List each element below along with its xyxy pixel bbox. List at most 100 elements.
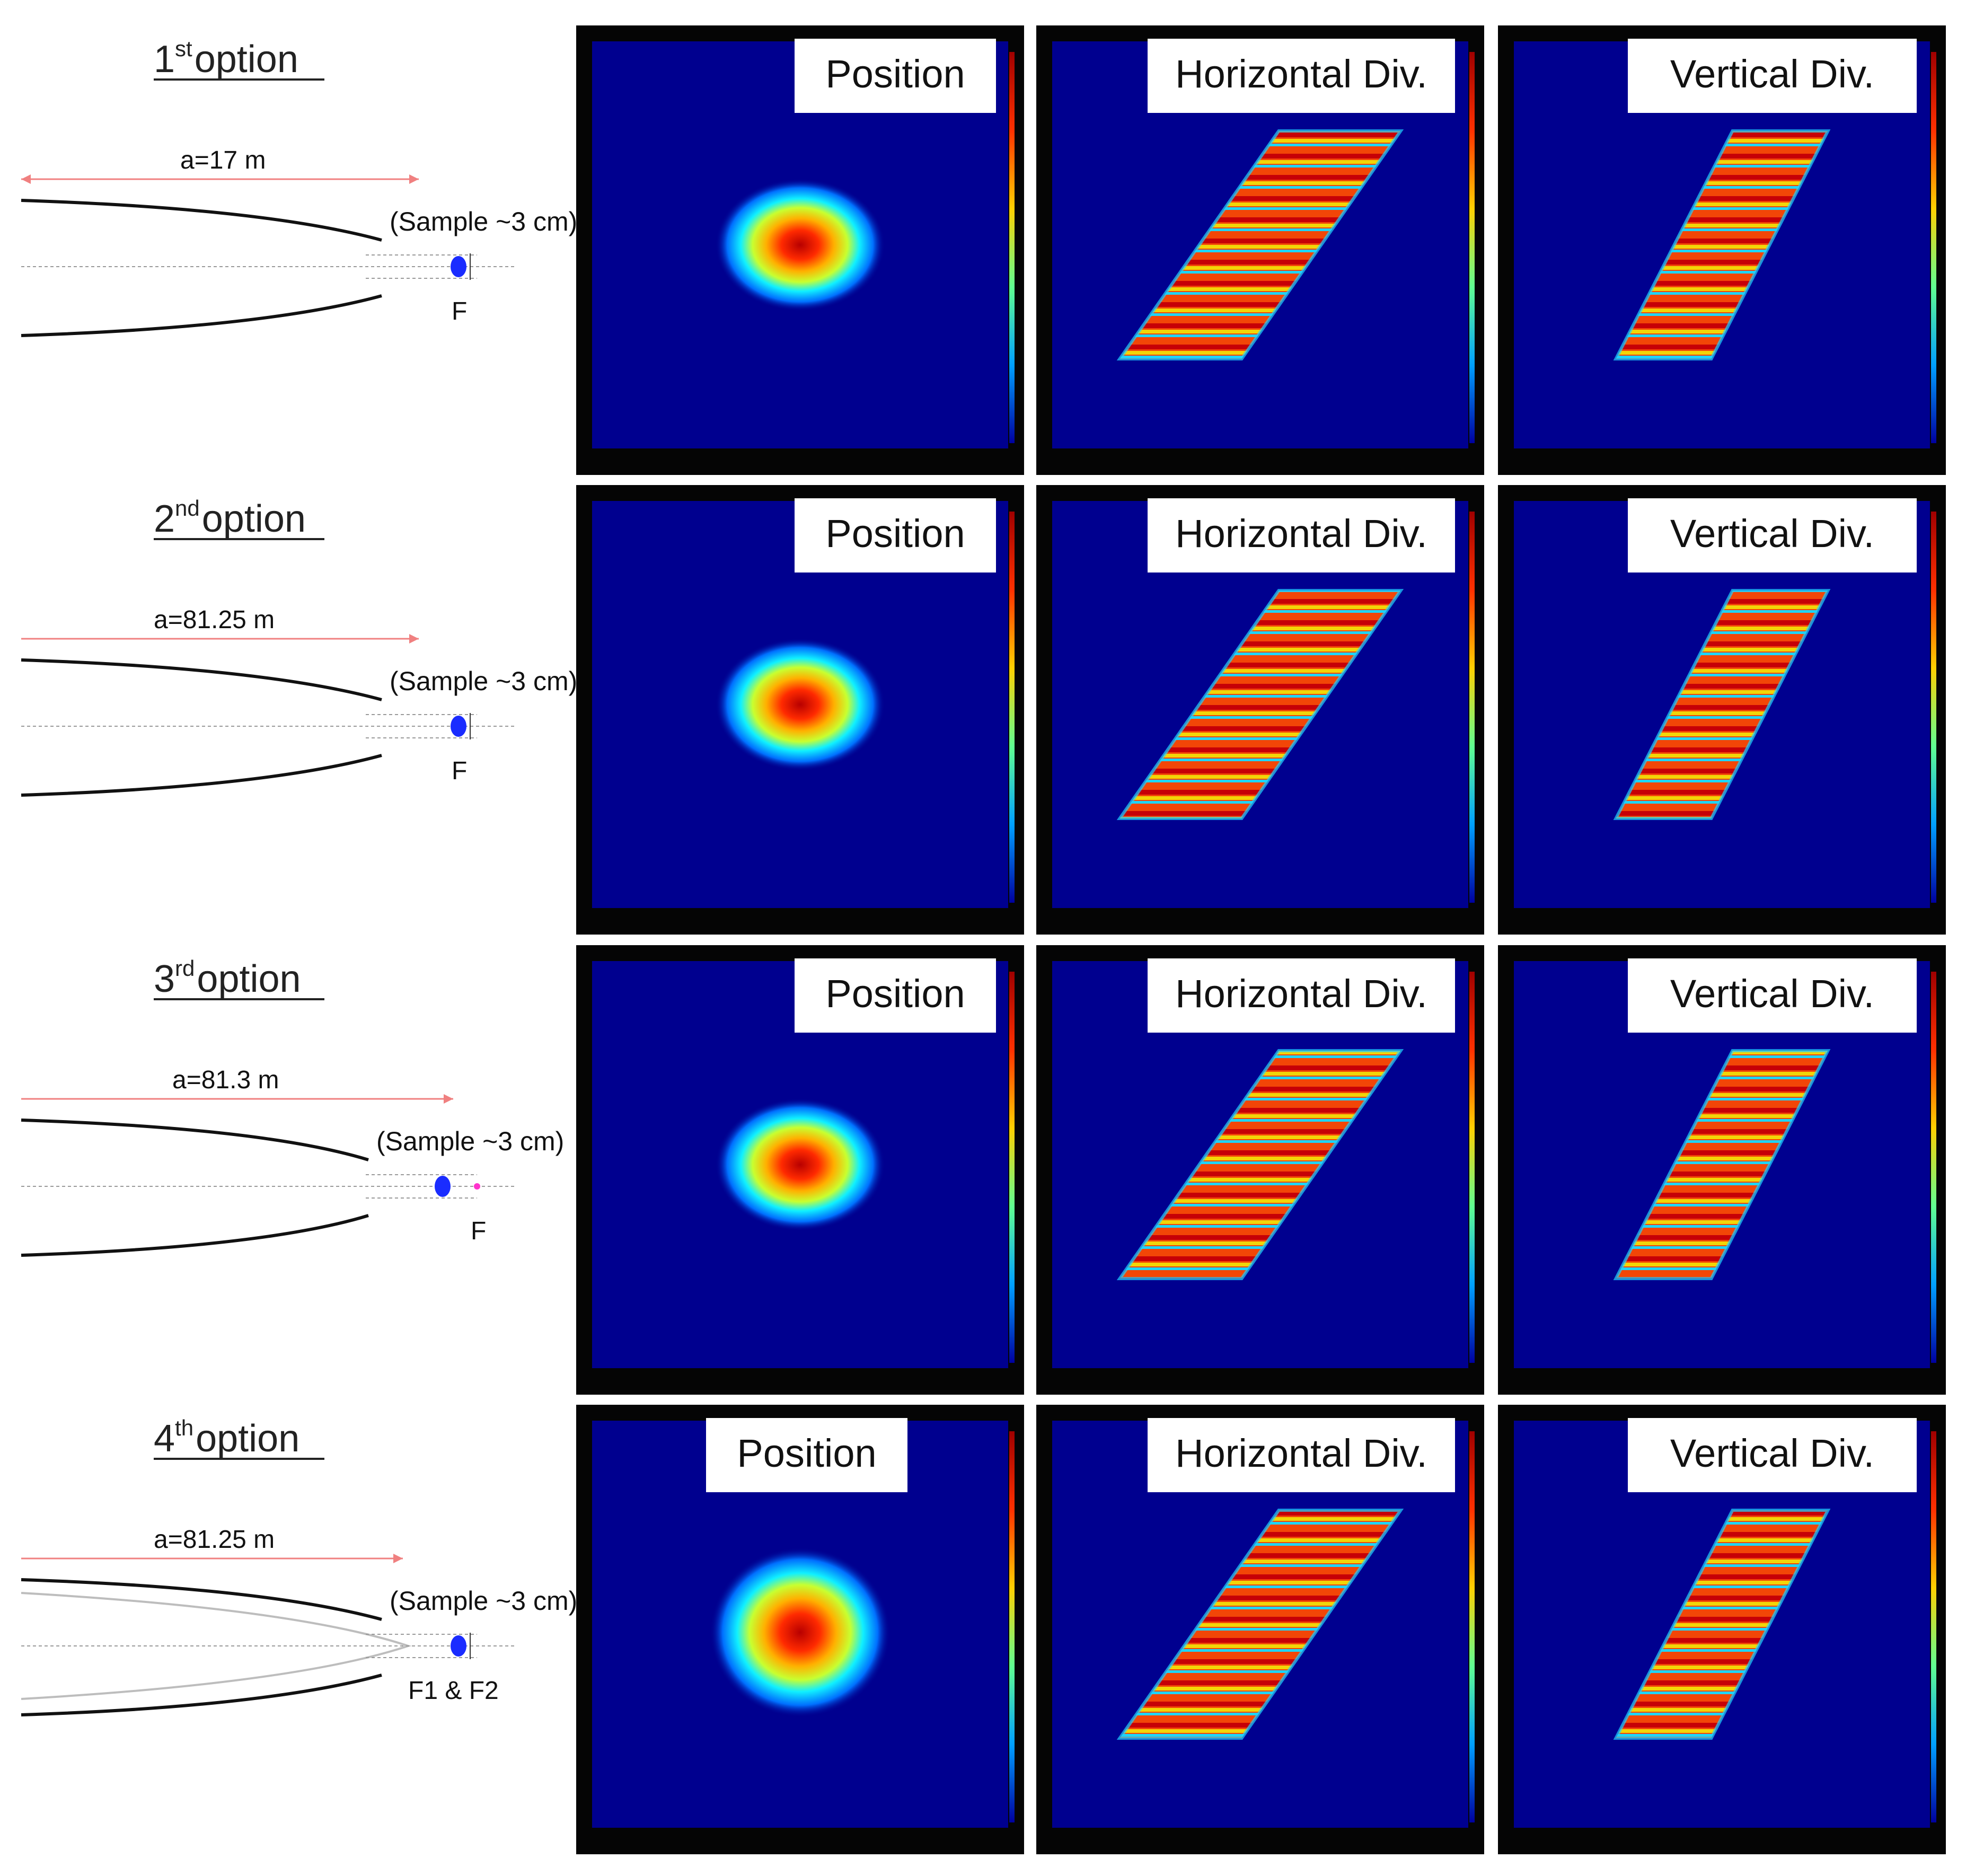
distance-arrow-tail [21,174,31,184]
panel-label-box [1148,1418,1455,1492]
colorbar [1469,512,1475,903]
panel-label-box [1148,958,1455,1033]
colorbar [1469,972,1475,1363]
focus-label: F [471,1217,486,1245]
horizontal-panel: Horizontal Div. [1036,945,1484,1395]
option-number: 3 [154,958,175,1000]
beam-spot [715,638,885,771]
panel-label: Horizontal Div. [1175,52,1427,96]
sample-label: (Sample ~3 cm) [390,666,577,696]
panel-label: Vertical Div. [1670,52,1874,96]
divergence-band [1119,1050,1401,1279]
focus-label: F [452,757,467,785]
mirror-upper [21,1578,382,1621]
panel-label-box [1628,39,1917,113]
colorbar [1009,972,1015,1363]
vertical-panel: Vertical Div. [1498,1405,1946,1854]
horizontal-panel: Horizontal Div. [1036,485,1484,935]
panel-label: Horizontal Div. [1175,1431,1427,1475]
option-diagram-2: 2ndoption a=81.25 m (Sample ~3 cm) F [21,496,577,797]
mirror-lower [21,1674,382,1716]
position-panel: Position [576,485,1024,935]
colorbar [1931,52,1936,443]
colorbar [1009,52,1015,443]
sample-label: (Sample ~3 cm) [390,207,577,236]
vertical-panel: Vertical Div. [1498,485,1946,935]
mirror-upper [21,199,382,242]
panel-label: Position [825,52,965,96]
option-word: option [196,1417,299,1460]
distance-label: a=17 m [180,146,266,174]
panel-label: Position [825,972,965,1016]
vertical-panel: Vertical Div. [1498,25,1946,475]
focus-spot [451,1635,466,1657]
option-title-text: 2ndoption [154,496,306,540]
option-title: 3rdoption [154,956,324,1000]
divergence-band [1616,590,1828,819]
mirror-lower [21,294,382,337]
option-title: 1stoption [154,36,324,81]
panel-label-box [1148,39,1455,113]
horizontal-panel: Horizontal Div. [1036,25,1484,475]
divergence-band-edge [1116,588,1404,821]
panel-label-box [795,39,996,113]
option-diagram-1: 1stoption a=17 m (Sample ~3 cm) F [21,36,577,337]
option-title: 2ndoption [154,496,324,540]
colorbar [1931,512,1936,903]
sample-label: (Sample ~3 cm) [376,1126,564,1156]
sample-label: (Sample ~3 cm) [390,1586,577,1616]
option-ordinal: nd [175,496,200,521]
panel-label: Horizontal Div. [1175,972,1427,1016]
option-number: 2 [154,498,175,540]
mirror-upper [21,1118,369,1161]
panel-label-box [1628,958,1917,1033]
divergence-band-edge [1116,1508,1404,1740]
divergence-band [1616,1050,1828,1279]
vertical-panel: Vertical Div. [1498,945,1946,1395]
option-word: option [202,498,306,540]
panel-label-box [1148,498,1455,573]
focus-marker-magenta [474,1183,480,1190]
option-ordinal: st [175,36,192,61]
panel-label: Horizontal Div. [1175,512,1427,556]
divergence-band-edge [1613,1508,1831,1740]
distance-arrow-head [444,1094,453,1104]
colorbar [1931,972,1936,1363]
panel-label: Vertical Div. [1670,972,1874,1016]
panel-label-box [1628,498,1917,573]
panel-label-box [795,958,996,1033]
panel-label: Vertical Div. [1670,1431,1874,1475]
colorbar [1469,52,1475,443]
option-ordinal: th [175,1415,193,1440]
option-title-text: 1stoption [154,36,298,81]
divergence-band-edge [1116,1049,1404,1281]
horizontal-panel: Horizontal Div. [1036,1405,1484,1854]
panel-label-box [1628,1418,1917,1492]
option-word: option [195,38,298,81]
distance-label: a=81.3 m [172,1066,279,1094]
focus-spot [451,256,466,277]
divergence-band-edge [1613,129,1831,361]
position-panel: Position [576,25,1024,475]
option-title-text: 3rdoption [154,956,301,1000]
divergence-band [1616,130,1828,359]
option-title: 4thoption [154,1415,324,1460]
panel-label: Position [825,512,965,556]
distance-arrow-head [393,1554,403,1563]
position-panel: Position [576,1405,1024,1854]
panel-label: Vertical Div. [1670,512,1874,556]
focus-label: F [452,297,467,325]
panel-label-box [706,1418,907,1492]
beam-spot [715,179,885,311]
divergence-band [1119,590,1401,819]
mirror-upper [21,658,382,701]
distance-label: a=81.25 m [154,606,275,634]
mirror-lower [21,1214,369,1257]
divergence-band [1119,130,1401,359]
focus-spot [451,716,466,737]
option-number: 1 [154,38,175,81]
panel-label-box [795,498,996,573]
divergence-band [1616,1510,1828,1739]
